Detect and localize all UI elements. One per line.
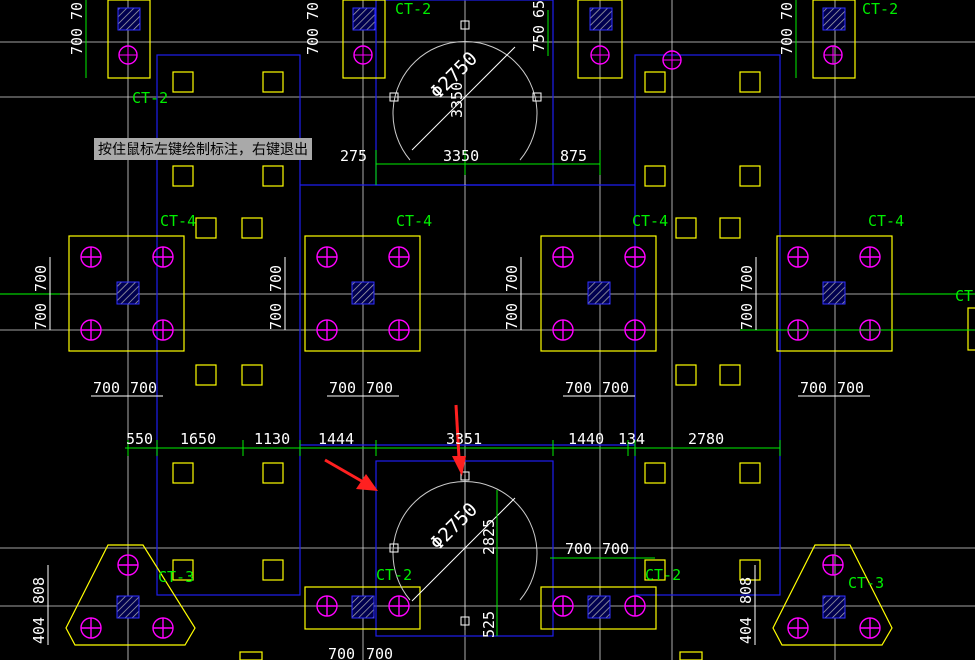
dim-808-right: 808 [737,577,755,604]
dim-700-h-b1: 700 [329,379,356,397]
label-ct4-d: CT-4 [868,212,904,230]
label-ct4-c: CT-4 [632,212,668,230]
pile-circle-bottom[interactable] [392,475,538,630]
cap-ct2-top-midleft[interactable] [342,0,386,79]
dim-875: 875 [560,147,587,165]
label-ct2-bottom-b: CT-2 [645,566,681,584]
dim-700-h-a2: 700 [130,379,157,397]
dim-404-left: 404 [30,617,48,644]
dim-275: 275 [340,147,367,165]
cap-ct4-d[interactable] [776,235,893,352]
cap-ct2-top-midright[interactable] [577,0,682,79]
dim-700-d2: 700 [738,303,756,330]
dim-700-bot-4: 700 [366,645,393,660]
dim-700-h-c1: 700 [565,379,592,397]
cap-ct2-bottom-a[interactable] [304,586,421,630]
dim-65: 65 [530,0,548,18]
label-ct3-left: CT-3 [158,568,194,586]
label-ct4-edge: CT [955,287,973,305]
dim-2780: 2780 [688,430,724,448]
cap-ct3-left[interactable] [65,544,196,646]
dim-700-h-d2: 700 [837,379,864,397]
cap-ct2-top-left[interactable] [107,0,151,79]
dim-700-a2: 700 [32,303,50,330]
label-ct4-b: CT-4 [396,212,432,230]
selection-grips[interactable] [389,20,542,626]
dim-750: 750 [530,25,548,52]
cap-dimension-lines [47,257,870,645]
label-ct2-top-left: CT-2 [132,89,168,107]
dim-2825: 2825 [480,519,498,555]
cap-ct2-top-right[interactable] [812,0,856,79]
dim-700-tm1: 700 [304,28,322,55]
dim-700-a1: 700 [32,265,50,292]
dim-1650: 1650 [180,430,216,448]
pile-circle-top[interactable] [392,20,538,185]
red-arrow-annotations [324,404,466,491]
dim-700-c2: 700 [503,303,521,330]
column-markers [172,71,761,660]
dim-700-tr1: 700 [778,28,796,55]
label-ct3-right: CT-3 [848,574,884,592]
cap-labels: CT-2 CT-2 CT-2 CT-4 CT-4 CT-4 CT-4 CT CT… [132,0,973,592]
circle-label-bottom: Φ2750 [426,499,482,555]
dim-70-tl2: 70 [68,2,86,20]
dim-525: 525 [480,611,498,638]
dim-134: 134 [618,430,645,448]
dim-700-bot-3: 700 [328,645,355,660]
dim-404-right: 404 [737,617,755,644]
cap-edge-partial [967,307,975,351]
dim-700-b2: 700 [267,303,285,330]
label-ct2-bottom-a: CT-2 [376,566,412,584]
dim-700-h-c2: 700 [602,379,629,397]
dim-700-bot-1: 700 [565,540,592,558]
label-ct4-a: CT-4 [160,212,196,230]
cap-ct4-a[interactable] [68,235,185,352]
dim-1444: 1444 [318,430,354,448]
command-tooltip: 按住鼠标左键绘制标注，右键退出 [94,138,312,160]
dim-3350-vert: 3350 [448,82,466,118]
label-ct2-top-right: CT-2 [862,0,898,18]
dim-70-tr2: 70 [778,2,796,20]
dim-3351: 3351 [446,430,482,448]
dim-1440: 1440 [568,430,604,448]
cap-ct3-right[interactable] [772,544,893,646]
dim-700-tl1: 700 [68,28,86,55]
dim-550: 550 [126,430,153,448]
dimension-lines [0,0,975,636]
dim-808-left: 808 [30,577,48,604]
label-ct2-top-mid: CT-2 [395,0,431,18]
dim-700-b1: 700 [267,265,285,292]
cap-ct2-bottom-b[interactable] [540,586,657,630]
dim-70-tm2: 70 [304,2,322,20]
dim-700-h-b2: 700 [366,379,393,397]
beam-outlines [156,0,781,637]
dim-700-c1: 700 [503,265,521,292]
dim-3350: 3350 [443,147,479,165]
cap-ct4-b[interactable] [304,235,421,352]
dim-1130: 1130 [254,430,290,448]
dim-700-d1: 700 [738,265,756,292]
cap-ct4-c[interactable] [540,235,657,352]
dim-700-h-d1: 700 [800,379,827,397]
dim-700-h-a1: 700 [93,379,120,397]
dim-700-bot-2: 700 [602,540,629,558]
